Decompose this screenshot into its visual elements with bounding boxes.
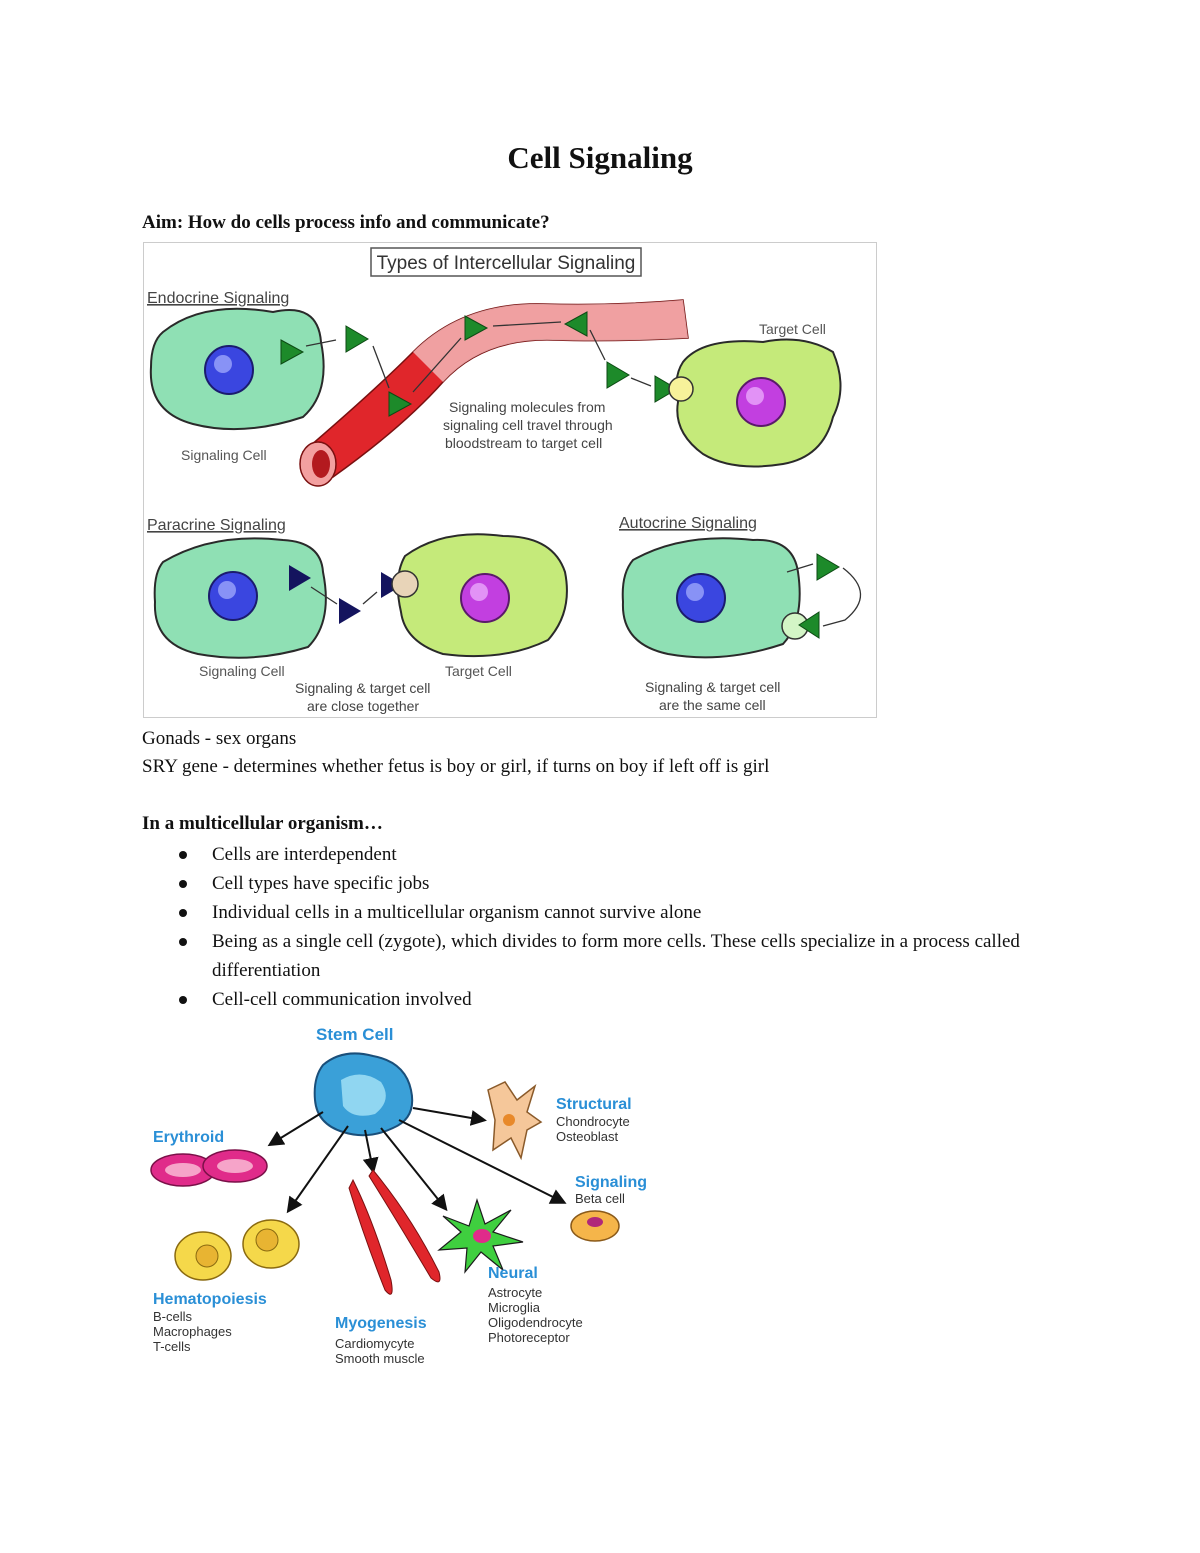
definition-gonads: Gonads - sex organs: [142, 728, 297, 749]
aim-question: Aim: How do cells process info and commu…: [142, 212, 550, 233]
endocrine-receptor: [668, 376, 694, 402]
autocrine-note-line2: are the same cell: [659, 697, 766, 713]
muscle-cell: [348, 1178, 393, 1295]
structural-label: Structural: [556, 1096, 632, 1113]
neural-item: Astrocyte: [488, 1285, 542, 1300]
paracrine-receptor: [391, 570, 419, 598]
stem-cell-differentiation-figure: Stem Cell Erythroid Hematopoiesis B: [150, 1025, 647, 1366]
signal-molecule: [339, 598, 361, 624]
intercellular-signaling-figure: Types of Intercellular Signaling Endocri…: [143, 242, 877, 718]
endocrine-signaling-cell-label: Signaling Cell: [181, 447, 267, 463]
page-title: Cell Signaling: [507, 140, 693, 175]
structural-item: Osteoblast: [556, 1129, 619, 1144]
list-item: Cell types have specific jobs: [142, 869, 1022, 898]
molecule-note-line1: Signaling molecules from: [449, 399, 605, 415]
neural-item: Microglia: [488, 1300, 541, 1315]
signal-molecule: [345, 325, 369, 353]
neural-label: Neural: [488, 1265, 538, 1282]
list-item: Being as a single cell (zygote), which d…: [142, 927, 1022, 985]
endocrine-target-cell-label: Target Cell: [759, 321, 826, 337]
section-heading: In a multicellular organism…: [142, 813, 383, 834]
myogenesis-item: Smooth muscle: [335, 1351, 425, 1366]
neural-item: Photoreceptor: [488, 1330, 570, 1345]
endocrine-label: Endocrine Signaling: [147, 290, 289, 307]
list-item: Cell-cell communication involved: [142, 985, 1022, 1014]
hematopoiesis-item: Macrophages: [153, 1324, 232, 1339]
signal-molecule: [563, 311, 588, 337]
muscle-cell: [368, 1169, 441, 1283]
hematopoiesis-item: B-cells: [153, 1309, 193, 1324]
molecule-note-line3: bloodstream to target cell: [445, 435, 602, 451]
structural-item: Chondrocyte: [556, 1114, 630, 1129]
figure1-title: Types of Intercellular Signaling: [377, 253, 636, 274]
signal-molecule: [654, 375, 678, 403]
paracrine-note-line2: are close together: [307, 698, 419, 714]
erythroid-label: Erythroid: [153, 1129, 224, 1146]
paracrine-label: Paracrine Signaling: [147, 517, 286, 534]
signal-molecule: [816, 553, 840, 581]
signal-molecule: [798, 611, 820, 639]
signaling-label: Signaling: [575, 1174, 647, 1191]
signal-molecule: [388, 391, 413, 417]
hematopoiesis-item: T-cells: [153, 1339, 191, 1354]
paracrine-signaling-cell-label: Signaling Cell: [199, 663, 285, 679]
signal-molecule: [289, 565, 311, 591]
list-item: Individual cells in a multicellular orga…: [142, 898, 1022, 927]
myogenesis-label: Myogenesis: [335, 1315, 427, 1332]
molecule-note-line2: signaling cell travel through: [443, 417, 613, 433]
signal-molecule: [280, 339, 305, 365]
paracrine-note-line1: Signaling & target cell: [295, 680, 430, 696]
signal-molecule: [464, 315, 489, 341]
hematopoiesis-label: Hematopoiesis: [153, 1291, 267, 1308]
autocrine-note-line1: Signaling & target cell: [645, 679, 780, 695]
signal-molecule: [606, 361, 630, 389]
myogenesis-item: Cardiomycyte: [335, 1336, 414, 1351]
neural-item: Oligodendrocyte: [488, 1315, 583, 1330]
definition-sry-gene: SRY gene - determines whether fetus is b…: [142, 756, 770, 777]
signaling-item: Beta cell: [575, 1191, 625, 1206]
stem-cell-label: Stem Cell: [316, 1025, 393, 1044]
paracrine-target-cell-label: Target Cell: [445, 663, 512, 679]
autocrine-label: Autocrine Signaling: [619, 515, 757, 532]
list-item: Cells are interdependent: [142, 840, 1022, 869]
bullet-list: Cells are interdependent Cell types have…: [142, 840, 1022, 1014]
